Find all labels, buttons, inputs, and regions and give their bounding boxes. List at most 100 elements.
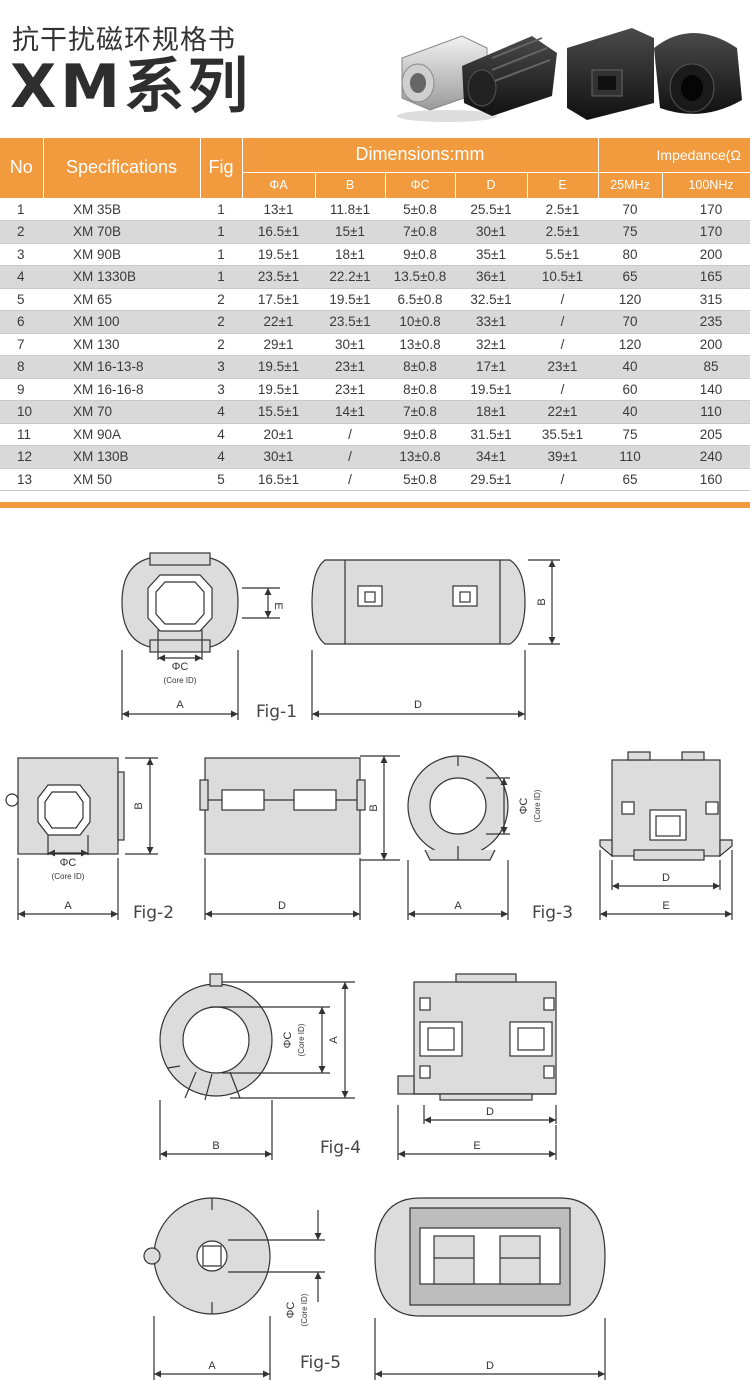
subheader-impedance: 25MHz [598,172,663,199]
fig1-core-id: (Core ID) [164,676,197,685]
cell-d: 30±1 [455,220,527,244]
fig2-dim-c-label: ΦC [60,857,77,869]
header-impedance: Impedance(Ω [598,138,750,173]
fig3-side-view [599,751,733,920]
cell-no: 8 [0,355,43,379]
cell-a: 19.5±1 [242,243,315,266]
cell-spec: XM 65 [43,288,200,311]
cell-e: / [527,333,599,356]
fig3-dim-d-label: D [662,872,670,884]
cell-imp-100mhz: 165 [662,265,750,289]
cell-e: 5.5±1 [527,243,599,266]
fig2-core-id: (Core ID) [52,872,85,881]
cell-c: 8±0.8 [385,378,455,401]
fig1-label: Fig-1 [256,702,298,722]
cell-fig: 2 [200,333,242,356]
cell-spec: XM 100 [43,310,200,334]
cell-imp-100mhz: 85 [662,355,750,379]
cell-c: 5±0.8 [385,468,455,491]
cell-a: 30±1 [242,445,315,469]
fig1-side-view [311,559,560,720]
cell-d: 32.5±1 [455,288,527,311]
cell-c: 9±0.8 [385,243,455,266]
cell-b: 11.8±1 [315,198,385,221]
cell-b: 22.2±1 [315,265,385,289]
cell-fig: 4 [200,400,242,424]
cell-a: 16.5±1 [242,468,315,491]
cell-d: 19.5±1 [455,378,527,401]
cell-imp-100mhz: 205 [662,423,750,446]
fig2-front-view [5,757,158,920]
fig4-dim-c-label: ΦC [282,1032,294,1049]
cell-spec: XM 16-16-8 [43,378,200,401]
cell-b: 23±1 [315,378,385,401]
fig5-side-view [374,1197,606,1380]
cell-b: 14±1 [315,400,385,424]
cell-a: 15.5±1 [242,400,315,424]
cell-fig: 1 [200,220,242,244]
cell-d: 34±1 [455,445,527,469]
cell-e: 22±1 [527,400,599,424]
fig1-dim-c-label: ΦC [172,661,189,673]
cell-d: 17±1 [455,355,527,379]
cell-b: 19.5±1 [315,288,385,311]
cell-c: 13±0.8 [385,445,455,469]
cell-a: 23.5±1 [242,265,315,289]
cell-a: 20±1 [242,423,315,446]
fig3-dim-a-label: A [454,900,462,912]
fig2-dim-a-label: A [64,900,72,912]
cell-spec: XM 1330B [43,265,200,289]
cell-imp-25mhz: 40 [598,355,663,379]
fig5-dim-d-label: D [486,1360,494,1372]
cell-b: 18±1 [315,243,385,266]
cell-a: 29±1 [242,333,315,356]
cell-imp-25mhz: 65 [598,468,663,491]
drawings-svg: E ΦC (Core ID) A B D B ΦC (Core ID) A D … [5,552,733,1380]
cell-d: 35±1 [455,243,527,266]
cell-spec: XM 16-13-8 [43,355,200,379]
cell-no: 4 [0,265,43,289]
cell-e: 39±1 [527,445,599,469]
cell-e: 35.5±1 [527,423,599,446]
cell-a: 22±1 [242,310,315,334]
cell-imp-25mhz: 40 [598,400,663,424]
cell-e: / [527,288,599,311]
cell-d: 33±1 [455,310,527,334]
fig4-dim-a-label: A [328,1036,340,1044]
cell-spec: XM 70B [43,220,200,244]
fig3-dim-e-label: E [662,900,669,912]
cell-d: 29.5±1 [455,468,527,491]
cell-no: 1 [0,198,43,221]
fig2-dim-d-label: D [278,900,286,912]
cell-fig: 2 [200,288,242,311]
cell-e: / [527,468,599,491]
cell-spec: XM 90A [43,423,200,446]
cell-no: 11 [0,423,43,446]
cell-spec: XM 130B [43,445,200,469]
cell-c: 7±0.8 [385,220,455,244]
cell-fig: 4 [200,423,242,446]
cell-c: 10±0.8 [385,310,455,334]
subheader-dim: B [315,172,386,199]
fig1-dim-a-label: A [176,699,184,711]
cell-imp-100mhz: 140 [662,378,750,401]
header-no: No [0,138,44,199]
cell-b: 15±1 [315,220,385,244]
cell-fig: 1 [200,198,242,221]
cell-c: 9±0.8 [385,423,455,446]
cell-spec: XM 90B [43,243,200,266]
subheader-dim: ΦA [242,172,316,199]
cell-no: 6 [0,310,43,334]
fig3-dim-b-label: B [368,804,380,811]
fig5-dim-a-label: A [208,1360,216,1372]
fig4-core-id: (Core ID) [297,1023,306,1056]
cell-imp-100mhz: 110 [662,400,750,424]
